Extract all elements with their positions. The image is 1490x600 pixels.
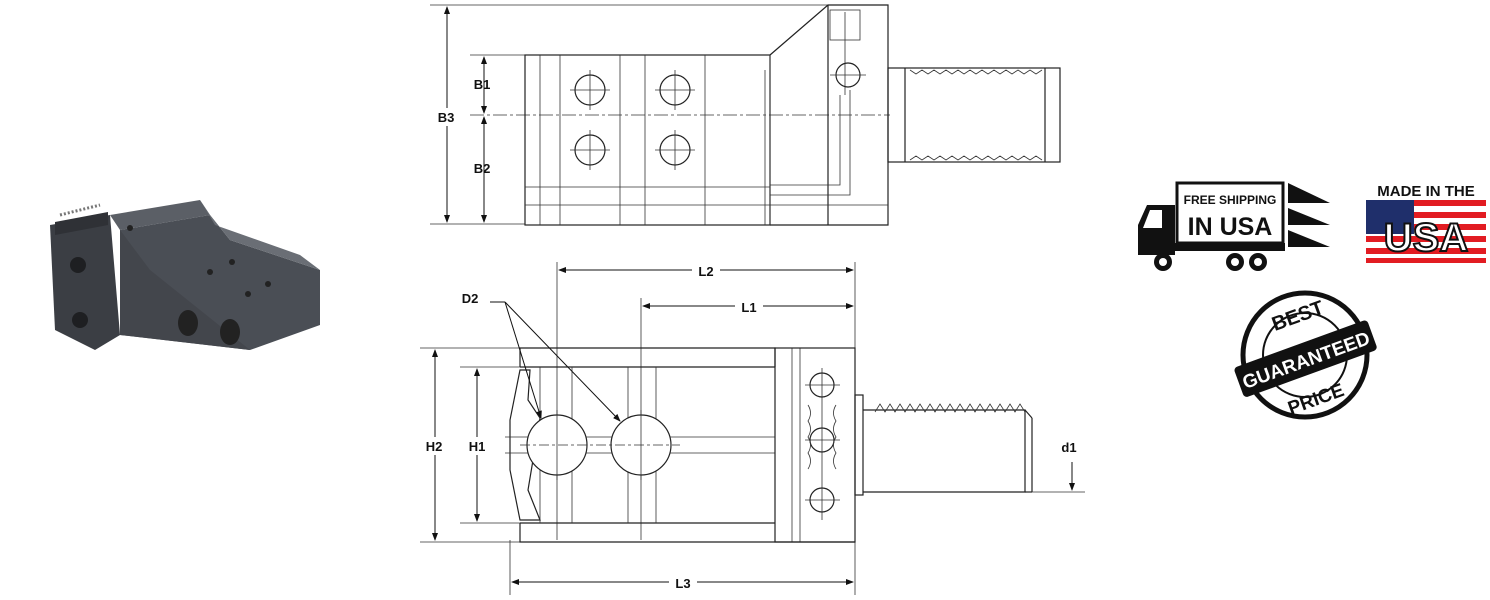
mounting-holes <box>574 62 861 166</box>
free-shipping-badge: FREE SHIPPING IN USA <box>1138 181 1330 271</box>
top-view-drawing: B3 B1 B2 <box>430 4 1061 226</box>
dimension-label-l1: L1 <box>741 300 756 315</box>
dimension-label-b1: B1 <box>474 77 491 92</box>
made-in-line1: MADE IN THE <box>1377 183 1475 200</box>
dimension-label-d1: d1 <box>1061 440 1076 455</box>
best-price-stamp: BEST GUARANTEED PRICE <box>1234 290 1377 420</box>
product-image <box>50 200 320 350</box>
dimension-label-d2: D2 <box>462 291 479 306</box>
dimension-label-h1: H1 <box>469 439 486 454</box>
dimension-label-l3: L3 <box>675 576 690 591</box>
shipping-line2: IN USA <box>1188 213 1273 241</box>
threaded-shank-top <box>887 67 1061 163</box>
shipping-line1: FREE SHIPPING <box>1184 193 1277 207</box>
dimension-label-b3: B3 <box>438 110 455 125</box>
dimension-label-b2: B2 <box>474 161 491 176</box>
side-view-drawing: L2 L1 L3 H2 H1 <box>420 262 1085 595</box>
dimension-label-h2: H2 <box>426 439 443 454</box>
made-in-line2: USA <box>1384 216 1468 260</box>
made-in-usa-badge: MADE IN THE USA <box>1366 183 1486 263</box>
dimension-label-l2: L2 <box>698 264 713 279</box>
